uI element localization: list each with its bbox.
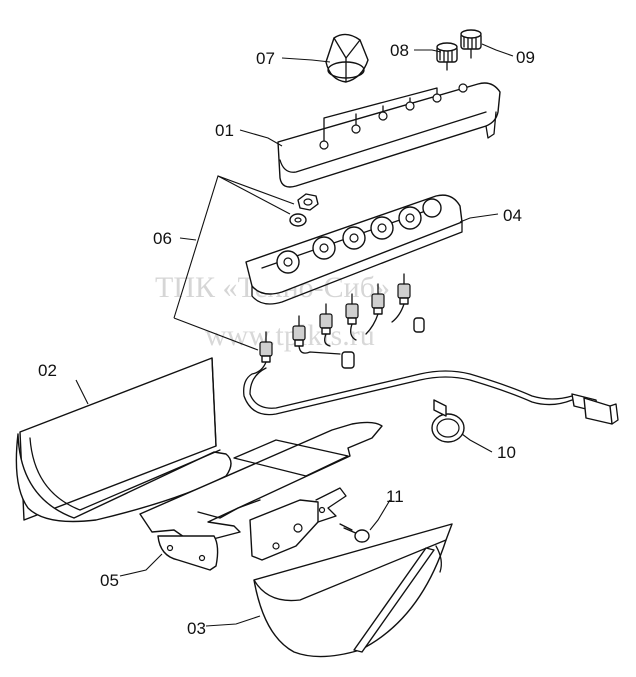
panel-hole xyxy=(405,101,415,111)
part-09-small-knob xyxy=(460,29,482,59)
part-07-knob xyxy=(325,33,369,83)
label-07: 07 xyxy=(256,49,275,68)
part-03-side-cover xyxy=(253,523,453,658)
part-01-upper-panel-cover xyxy=(277,82,501,188)
part-04-switch-base xyxy=(245,194,463,305)
switch-terminal xyxy=(371,283,385,315)
leader-lines xyxy=(75,43,514,627)
label-04: 04 xyxy=(503,206,522,225)
switch-terminal xyxy=(397,273,411,305)
panel-hole xyxy=(351,124,361,134)
label-02: 02 xyxy=(38,361,57,380)
panel-hole xyxy=(319,140,329,150)
label-11: 11 xyxy=(386,487,404,506)
wiring-harness xyxy=(243,303,573,416)
part-02-lower-cover xyxy=(15,357,232,523)
part-08-small-knob xyxy=(436,42,458,71)
label-03: 03 xyxy=(187,619,206,638)
lamp-socket xyxy=(341,317,425,369)
label-01: 01 xyxy=(215,121,234,140)
part-10-clamp xyxy=(431,399,465,443)
label-08: 08 xyxy=(390,41,409,60)
label-06: 06 xyxy=(153,229,172,248)
panel-hole xyxy=(458,83,468,93)
switch-socket xyxy=(422,198,442,218)
switch-terminal xyxy=(345,293,359,325)
part-06-nut-washer xyxy=(289,193,319,227)
label-09: 09 xyxy=(516,48,535,67)
panel-hole xyxy=(378,111,388,121)
label-05: 05 xyxy=(100,571,119,590)
part-11-screw xyxy=(339,523,370,543)
part-05-bracket xyxy=(139,421,383,571)
label-10: 10 xyxy=(497,443,516,462)
panel-hole xyxy=(432,93,442,103)
callout-labels: 01 02 03 04 05 06 07 08 09 10 11 xyxy=(38,41,535,638)
wire-connector-plug xyxy=(571,393,619,425)
switch-terminal xyxy=(319,303,333,335)
switch-terminals xyxy=(259,273,425,369)
watermark-url: www.tplkts.ru xyxy=(205,319,375,352)
switch-terminal xyxy=(292,315,306,347)
